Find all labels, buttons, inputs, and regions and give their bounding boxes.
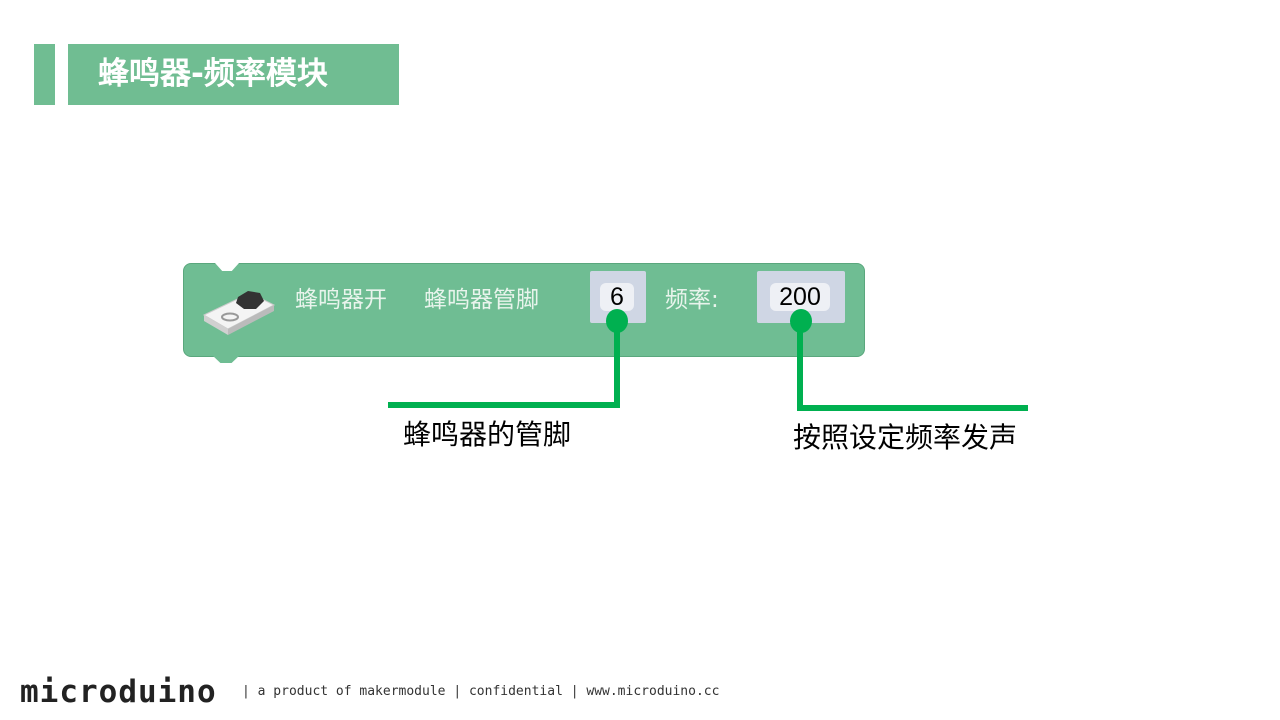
block-label-frequency: 频率: bbox=[665, 287, 719, 313]
page-title: 蜂鸣器-频率模块 bbox=[68, 44, 399, 105]
microduino-logo: microduino bbox=[20, 674, 217, 710]
block-label-buzzer-on: 蜂鸣器开 bbox=[295, 287, 387, 313]
block-label-buzzer-pin: 蜂鸣器管脚 bbox=[424, 287, 539, 313]
footer-tagline: | a product of makermodule | confidentia… bbox=[242, 684, 720, 699]
pin-input[interactable]: 6 bbox=[600, 283, 634, 311]
frequency-input[interactable]: 200 bbox=[770, 283, 830, 311]
buzzer-icon bbox=[202, 291, 276, 335]
block-tab bbox=[212, 355, 240, 363]
pin-callout-line bbox=[388, 402, 620, 408]
pin-callout-line bbox=[614, 320, 620, 408]
frequency-callout-line bbox=[797, 405, 1028, 411]
block-notch bbox=[215, 263, 239, 271]
frequency-callout-line bbox=[797, 320, 803, 411]
buzzer-block[interactable] bbox=[183, 263, 865, 357]
pin-callout-label: 蜂鸣器的管脚 bbox=[403, 418, 572, 451]
frequency-callout-label: 按照设定频率发声 bbox=[793, 421, 1018, 454]
title-accent-bar bbox=[34, 44, 55, 105]
